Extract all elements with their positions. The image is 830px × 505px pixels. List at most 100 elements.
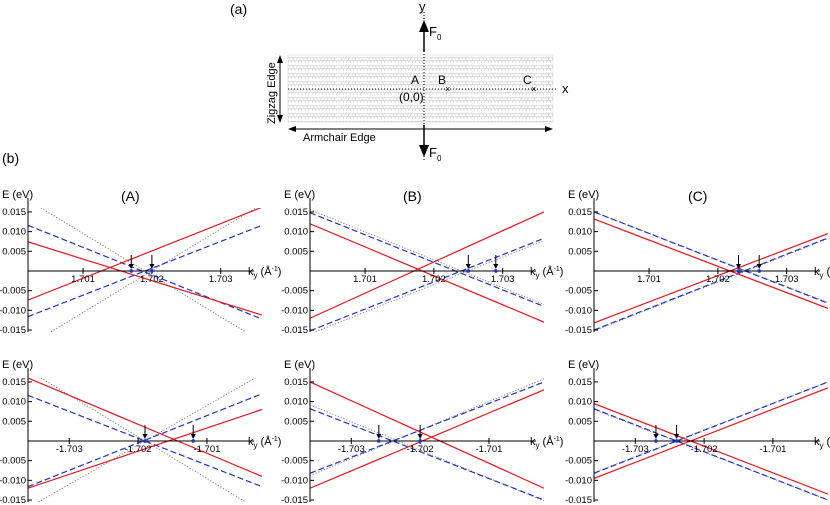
y-tick-label: -0.005 bbox=[565, 286, 592, 297]
y-tick-label: 0.010 bbox=[568, 397, 592, 408]
y-axis-title: E (eV) bbox=[2, 359, 33, 371]
x-axis-label: x bbox=[562, 81, 569, 96]
y-tick-label: 0.010 bbox=[284, 397, 308, 408]
crossing-arrowhead bbox=[128, 263, 134, 269]
x-tick-label: -1.702 bbox=[125, 444, 152, 455]
x-axis-title: ky (Å-1) bbox=[814, 435, 830, 450]
armchair-arrowhead-right bbox=[545, 126, 553, 132]
panel-b-label: (b) bbox=[2, 150, 19, 166]
x-axis-title: ky (Å-1) bbox=[248, 435, 281, 450]
series-group bbox=[310, 378, 544, 502]
y-tick-label: 0.015 bbox=[2, 207, 26, 218]
series-group bbox=[310, 209, 544, 332]
crossing-point bbox=[674, 439, 679, 443]
y-tick-label: -0.015 bbox=[0, 495, 26, 505]
series-line-blue-3 bbox=[28, 393, 262, 488]
origin-label: (0,0) bbox=[399, 90, 424, 104]
x-tick-label: -1.701 bbox=[475, 444, 502, 455]
point-a-label: A bbox=[411, 73, 419, 87]
y-axis-title: E (eV) bbox=[284, 359, 315, 371]
series-line-gray-0 bbox=[40, 208, 247, 332]
crossing-arrowhead bbox=[190, 433, 196, 439]
y-tick-label: -0.015 bbox=[565, 325, 592, 336]
crossing-arrowhead bbox=[653, 433, 659, 439]
crossing-arrowhead bbox=[736, 263, 742, 269]
crossing-arrowhead bbox=[465, 263, 471, 269]
point-c-marker: × bbox=[531, 84, 536, 94]
series-line-gray-0 bbox=[40, 378, 247, 502]
armchair-edge-label: Armchair Edge bbox=[303, 132, 376, 144]
series-line-blue-3 bbox=[310, 237, 544, 332]
y-tick-label: -0.010 bbox=[565, 305, 592, 316]
y-axis-label: y bbox=[419, 0, 426, 14]
chart-c-negative: 0.0150.0100.005-0.005-0.010-0.015-1.703-… bbox=[565, 359, 830, 505]
x-tick-label: 1.703 bbox=[209, 274, 233, 285]
crossing-point bbox=[736, 269, 741, 273]
series-line-blue-2 bbox=[310, 408, 544, 501]
crossing-point bbox=[143, 439, 147, 443]
y-tick-label: 0.005 bbox=[2, 416, 26, 427]
series-line-red-5 bbox=[594, 233, 828, 324]
panel-a-label: (a) bbox=[230, 1, 247, 17]
force-label-top: F0 bbox=[429, 24, 442, 42]
crossing-point bbox=[654, 439, 658, 443]
series-line-red-5 bbox=[28, 208, 262, 301]
y-tick-label: 0.015 bbox=[568, 377, 592, 388]
crossing-arrowhead bbox=[493, 263, 499, 269]
force-arrowhead-down bbox=[419, 145, 429, 157]
series-line-red-4 bbox=[310, 223, 544, 323]
series-line-blue-3 bbox=[594, 381, 828, 474]
y-tick-label: -0.005 bbox=[0, 456, 26, 467]
crossing-point bbox=[418, 439, 422, 443]
x-tick-label: 1.702 bbox=[422, 274, 446, 285]
crossing-point bbox=[377, 439, 381, 443]
y-tick-label: -0.010 bbox=[565, 475, 592, 486]
x-tick-label: 1.703 bbox=[491, 274, 515, 285]
y-tick-label: -0.010 bbox=[281, 475, 308, 486]
series-line-gray-0 bbox=[310, 209, 544, 305]
x-axis-title: ky (Å-1) bbox=[530, 265, 563, 280]
crossing-point bbox=[150, 269, 154, 273]
zigzag-arrowhead-top bbox=[277, 55, 283, 63]
series-group bbox=[594, 211, 828, 332]
y-tick-label: 0.015 bbox=[284, 207, 308, 218]
y-tick-label: -0.015 bbox=[281, 495, 308, 505]
y-tick-label: 0.005 bbox=[568, 416, 592, 427]
y-tick-label: 0.015 bbox=[284, 377, 308, 388]
y-tick-label: 0.015 bbox=[2, 377, 26, 388]
y-tick-label: 0.005 bbox=[568, 246, 592, 257]
y-tick-label: -0.010 bbox=[281, 305, 308, 316]
x-tick-label: -1.701 bbox=[193, 444, 220, 455]
series-line-blue-3 bbox=[594, 237, 828, 331]
x-tick-label: -1.703 bbox=[56, 444, 83, 455]
y-tick-label: 0.005 bbox=[284, 416, 308, 427]
crossing-arrowhead bbox=[417, 433, 423, 439]
x-tick-label: -1.702 bbox=[691, 444, 718, 455]
x-axis-title: ky (Å-1) bbox=[248, 265, 281, 280]
y-tick-label: -0.010 bbox=[0, 475, 26, 486]
chart-b-negative: 0.0150.0100.005-0.005-0.010-0.015-1.703-… bbox=[281, 359, 563, 505]
series-line-red-4 bbox=[310, 381, 544, 489]
crossing-arrowhead bbox=[376, 433, 382, 439]
series-line-blue-2 bbox=[594, 211, 828, 304]
armchair-arrowhead-left bbox=[288, 126, 296, 132]
x-tick-label: 1.701 bbox=[637, 274, 661, 285]
crossing-arrowhead bbox=[142, 433, 148, 439]
force-arrowhead-up bbox=[419, 20, 429, 32]
y-tick-label: -0.005 bbox=[281, 286, 308, 297]
series-line-blue-2 bbox=[28, 394, 262, 488]
crossing-point bbox=[129, 269, 134, 273]
y-tick-label: -0.005 bbox=[0, 286, 26, 297]
x-tick-label: -1.703 bbox=[622, 444, 649, 455]
series-line-gray-1 bbox=[310, 378, 544, 477]
series-line-red-4 bbox=[594, 218, 828, 309]
y-tick-label: 0.010 bbox=[2, 227, 26, 238]
y-tick-label: 0.005 bbox=[284, 246, 308, 257]
series-line-gray-1 bbox=[594, 381, 828, 473]
series-line-red-4 bbox=[594, 403, 828, 495]
x-tick-label: 1.702 bbox=[706, 274, 730, 285]
y-tick-label: -0.005 bbox=[281, 456, 308, 467]
